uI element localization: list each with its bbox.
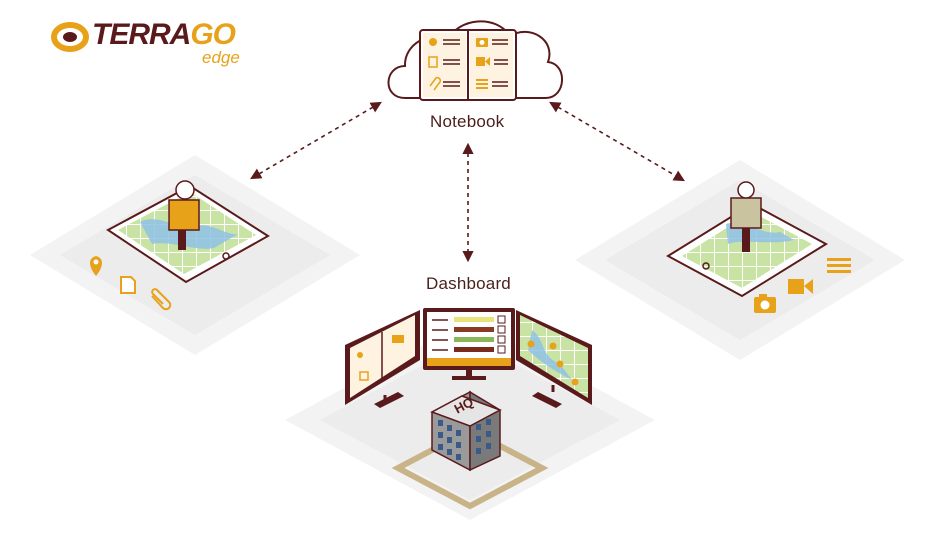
- map-pin-icon: [90, 256, 102, 276]
- paperclip-icon: [151, 288, 172, 311]
- list-icon: [827, 258, 851, 273]
- logo-wordmark: TERRAGO: [92, 18, 236, 51]
- document-icon: [120, 276, 136, 294]
- notebook-icon: [419, 29, 517, 101]
- hq-building: HQ: [391, 390, 549, 510]
- left-monitor: [345, 310, 420, 408]
- camera-icon: [754, 294, 776, 313]
- arrow-notebook-left: [250, 101, 382, 180]
- arrow-notebook-right: [549, 101, 685, 182]
- video-camera-icon: [788, 279, 813, 294]
- terrago-edge-logo: TERRAGO edge: [50, 18, 260, 70]
- center-monitor: [423, 308, 515, 380]
- logo-swoosh-icon: [51, 22, 89, 52]
- left-person-icon: [168, 180, 200, 250]
- left-tablet-device: [106, 184, 270, 284]
- right-monitor: [516, 310, 592, 408]
- logo-subtitle: edge: [202, 48, 240, 67]
- dashboard-label: Dashboard: [426, 274, 511, 293]
- right-person-icon: [730, 181, 762, 252]
- notebook-label: Notebook: [430, 112, 505, 131]
